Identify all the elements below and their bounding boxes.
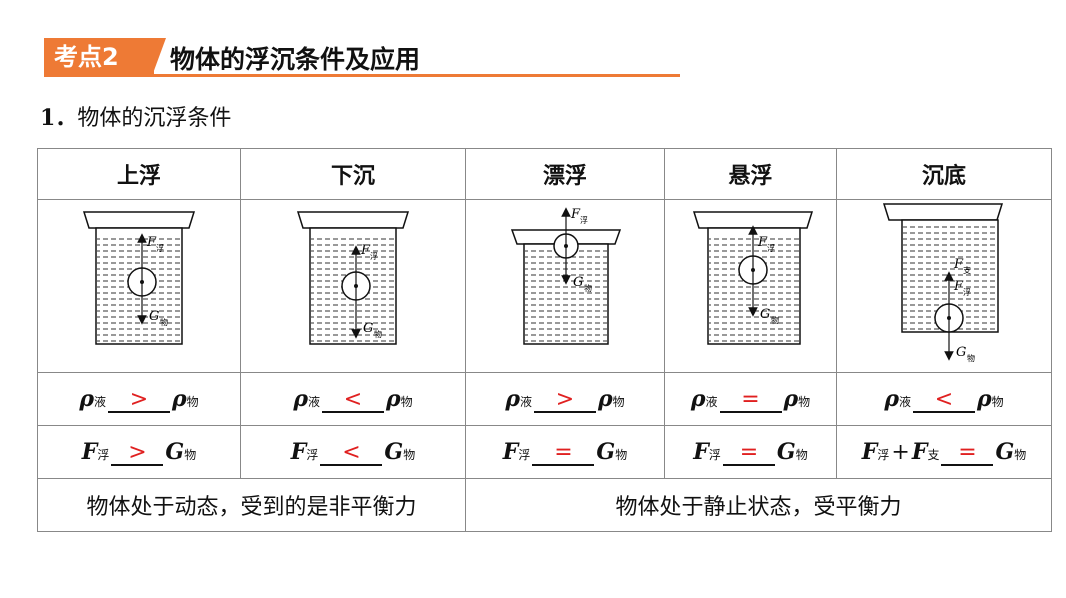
section-title-text: 物体的沉浮条件 [77, 106, 232, 131]
svg-text:G: G [363, 321, 373, 336]
topic-badge-tail [152, 38, 166, 76]
density-cell-suspend: ρ液=ρ物 [664, 372, 837, 426]
svg-text:浮: 浮 [156, 243, 164, 253]
topic-badge: 考点2 [44, 38, 154, 76]
density-relation-float: > [534, 388, 596, 413]
svg-text:物: 物 [584, 283, 592, 293]
svg-text:支: 支 [963, 265, 971, 275]
density-row: ρ液>ρ物 ρ液<ρ物 ρ液>ρ物 ρ液=ρ物 ρ液<ρ物 [37, 372, 1052, 426]
svg-text:G: G [760, 307, 770, 322]
density-relation-sink: < [322, 388, 384, 413]
diagram-cell-bottom: F 支 F 浮 G 物 [836, 199, 1052, 373]
density-cell-sink: ρ液<ρ物 [240, 372, 466, 426]
density-cell-float: ρ液>ρ物 [465, 372, 665, 426]
force-relation-rise: > [111, 441, 164, 466]
force-label-buoyancy: F [146, 235, 157, 250]
svg-text:F: F [953, 279, 964, 294]
svg-text:物: 物 [771, 315, 779, 325]
force-label-gravity: G [149, 309, 159, 324]
force-row: F浮>G物 F浮<G物 F浮=G物 F浮=G物 F浮+F支=G物 [37, 425, 1052, 479]
col-header-sink: 下沉 [240, 148, 466, 200]
conditions-table: 上浮 下沉 漂浮 悬浮 沉底 [37, 148, 1052, 532]
force-cell-sink: F浮<G物 [240, 425, 466, 479]
diagram-row: F 浮 G 物 F 浮 G 物 [37, 199, 1052, 373]
header-row: 上浮 下沉 漂浮 悬浮 沉底 [37, 148, 1052, 200]
svg-text:F: F [360, 243, 371, 258]
col-header-bottom: 沉底 [836, 148, 1052, 200]
col-header-rise: 上浮 [37, 148, 241, 200]
beaker-diagram-sink: F 浮 G 物 [296, 211, 410, 345]
density-cell-bottom: ρ液<ρ物 [836, 372, 1052, 426]
svg-text:物: 物 [374, 329, 382, 339]
force-relation-bottom: = [941, 441, 994, 466]
force-relation-sink: < [320, 441, 383, 466]
density-relation-rise: > [108, 388, 170, 413]
force-relation-float: = [532, 441, 595, 466]
beaker-diagram-rise: F 浮 G 物 [82, 211, 196, 345]
topic-underline [44, 74, 680, 77]
force-relation-suspend: = [722, 441, 775, 466]
col-header-suspend: 悬浮 [664, 148, 837, 200]
state-unbalanced: 物体处于动态，受到的是非平衡力 [37, 478, 466, 532]
col-header-float: 漂浮 [465, 148, 665, 200]
diagram-cell-suspend: F 浮 G 物 [664, 199, 837, 373]
beaker-diagram-suspend: F 浮 G 物 [692, 211, 813, 345]
svg-text:浮: 浮 [767, 243, 775, 253]
svg-text:G: G [573, 275, 583, 290]
section-title: 1．物体的沉浮条件 [40, 100, 231, 132]
section-number: 1． [40, 105, 78, 131]
svg-text:物: 物 [967, 353, 975, 363]
svg-text:浮: 浮 [370, 251, 378, 261]
density-relation-suspend: = [719, 388, 782, 413]
state-row: 物体处于动态，受到的是非平衡力 物体处于静止状态，受平衡力 [37, 478, 1052, 532]
force-cell-float: F浮=G物 [465, 425, 665, 479]
force-cell-suspend: F浮=G物 [664, 425, 837, 479]
diagram-cell-float: F 浮 G 物 [465, 199, 665, 373]
svg-text:F: F [953, 257, 964, 272]
topic-title: 物体的浮沉条件及应用 [170, 45, 421, 74]
svg-text:F: F [570, 207, 581, 222]
diagram-cell-sink: F 浮 G 物 [240, 199, 466, 373]
beaker-diagram-float: F 浮 G 物 [510, 207, 622, 345]
svg-text:浮: 浮 [580, 215, 588, 225]
svg-text:浮: 浮 [963, 287, 971, 297]
diagram-cell-rise: F 浮 G 物 [37, 199, 241, 373]
svg-text:G: G [956, 345, 966, 360]
force-cell-rise: F浮>G物 [37, 425, 241, 479]
svg-text:物: 物 [160, 317, 168, 327]
svg-text:F: F [757, 235, 768, 250]
density-relation-bottom: < [913, 388, 975, 413]
force-cell-bottom: F浮+F支=G物 [836, 425, 1052, 479]
state-balanced: 物体处于静止状态，受平衡力 [465, 478, 1052, 532]
beaker-diagram-bottom: F 支 F 浮 G 物 [882, 203, 1004, 363]
density-cell-rise: ρ液>ρ物 [37, 372, 241, 426]
topic-header: 考点2 物体的浮沉条件及应用 [44, 38, 680, 78]
